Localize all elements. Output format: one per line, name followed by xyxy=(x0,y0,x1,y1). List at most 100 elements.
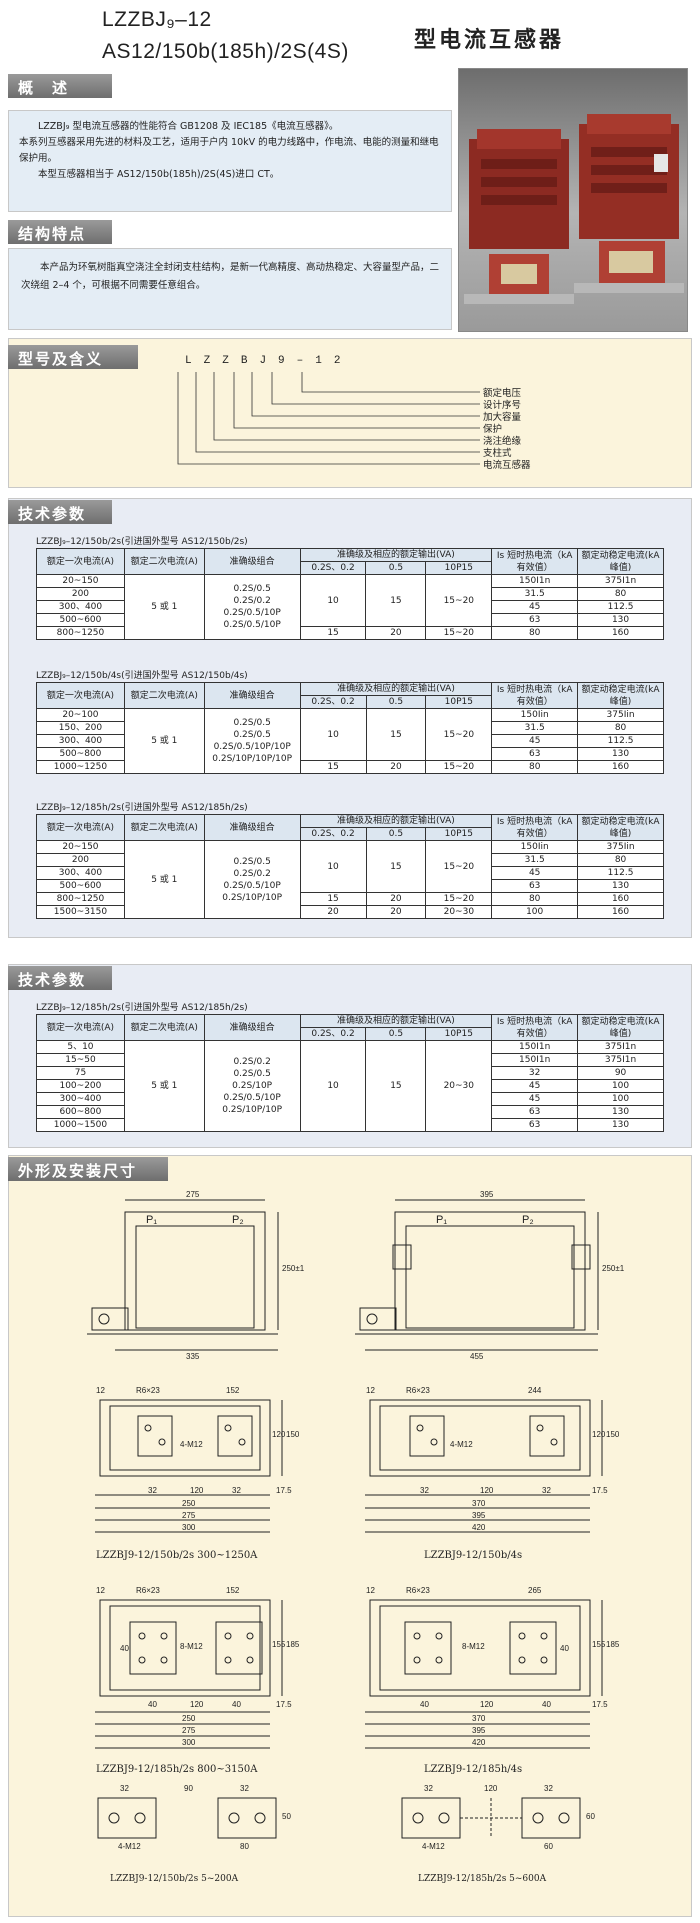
code-z1: Z xyxy=(203,355,223,367)
dim-label: 60 xyxy=(586,1812,595,1821)
cell: 15 xyxy=(365,840,427,893)
dim-label: R6×23 xyxy=(136,1586,160,1595)
cell: 15~20 xyxy=(425,840,493,893)
model-meaning-tab: 型号及含义 xyxy=(8,345,138,369)
table-c-caption: LZZBJ₉–12/185h/2s(引进国外型号 AS12/185h/2s) xyxy=(36,803,248,813)
dim-label: 32 xyxy=(148,1486,157,1495)
dim-label: 120 xyxy=(190,1700,204,1709)
drawing-caption-6: LZZBJ9-12/185h/2s 5~600A xyxy=(418,1874,547,1884)
front-view-1-window xyxy=(135,1225,255,1329)
dim-label: 185 xyxy=(286,1640,300,1649)
th-secondary: 额定二次电流(A) xyxy=(123,1014,205,1041)
meaning-rated-voltage: 额定电压 xyxy=(483,388,522,399)
cell: 160 xyxy=(577,626,664,640)
cell: 160 xyxy=(577,905,664,919)
cell: 1000~1500 xyxy=(36,1118,125,1132)
dim-label: 275 xyxy=(186,1190,200,1199)
spec-table-a: 额定一次电流(A) 额定二次电流(A) 准确级组合 准确级及相应的额定输出(VA… xyxy=(36,548,664,640)
plan-view-1-base xyxy=(99,1399,271,1477)
cell: 800~1250 xyxy=(36,626,125,640)
structure-text: 本产品为环氧树脂真空浇注全封闭支柱结构，是新一代高精度、高动热稳定、大容量型产品… xyxy=(21,262,440,291)
acc-line: 0.2S/0.5/10P/10P xyxy=(213,742,291,752)
acc-line: 0.2S/0.2 xyxy=(233,868,271,879)
meaning-post-type: 支柱式 xyxy=(483,448,512,459)
meaning-current-transformer: 电流互感器 xyxy=(483,460,531,471)
meaning-protection: 保护 xyxy=(483,424,503,435)
dim-label: 150 xyxy=(286,1430,300,1439)
dim-label: 152 xyxy=(226,1586,240,1595)
dim-label: 275 xyxy=(182,1726,196,1735)
cell: 15~20 xyxy=(425,760,493,774)
dim-label: 250 xyxy=(182,1499,196,1508)
dim-label: P₂ xyxy=(522,1214,534,1226)
transformer-illustration xyxy=(464,114,684,304)
structure-tab: 结构特点 xyxy=(8,220,112,244)
th-col3: 10P15 xyxy=(425,561,493,575)
th-accuracy: 准确级组合 xyxy=(203,814,301,841)
th-col3: 10P15 xyxy=(425,1027,493,1041)
dim-label: 17.5 xyxy=(276,1700,292,1709)
cell: 5 或 1 xyxy=(123,574,205,640)
dim-label: 40 xyxy=(542,1700,551,1709)
cell: 160 xyxy=(577,760,664,774)
cell: 20~30 xyxy=(425,905,493,919)
tech-params-tab-2: 技术参数 xyxy=(8,966,112,990)
dim-label: 152 xyxy=(226,1386,240,1395)
dim-label: 120 xyxy=(484,1784,498,1793)
dim-label: 370 xyxy=(472,1499,486,1508)
plan-view-3-base xyxy=(99,1599,271,1697)
overview-para-3: 本型互感器相当于 AS12/150b(185h)/2S(4S)进口 CT。 xyxy=(38,169,280,180)
dim-label: 250±1 xyxy=(602,1264,625,1273)
cell: 1500~3150 xyxy=(36,905,125,919)
cell: 1000~1250 xyxy=(36,760,125,774)
dim-label: 17.5 xyxy=(592,1486,608,1495)
product-title: 型电流互感器 xyxy=(414,28,565,53)
th-output: 准确级及相应的额定输出(VA) xyxy=(299,1014,493,1028)
dim-label: 40 xyxy=(560,1644,569,1653)
th-secondary: 额定二次电流(A) xyxy=(123,814,205,841)
acc-line: 0.2S/0.5 xyxy=(233,1069,271,1079)
th-is: Is 短时热电流（kA 有效值） xyxy=(491,682,579,709)
dim-label: 395 xyxy=(472,1726,486,1735)
th-is: Is 短时热电流（kA 有效值） xyxy=(491,814,579,841)
acc-line: 0.2S/0.2 xyxy=(233,1057,271,1067)
dim-label: 150 xyxy=(606,1430,620,1439)
cell: 15 xyxy=(365,574,427,627)
table-b-caption: LZZBJ₉–12/150b/4s(引进国外型号 AS12/150b/4s) xyxy=(36,671,248,681)
overview-tab: 概 述 xyxy=(8,74,112,98)
dim-label: 4-M12 xyxy=(180,1440,203,1449)
th-col1: 0.2S、0.2 xyxy=(299,695,367,709)
th-col1: 0.2S、0.2 xyxy=(299,827,367,841)
cell: 20 xyxy=(365,626,427,640)
code-l: L xyxy=(185,355,204,367)
dim-label: 420 xyxy=(472,1738,486,1747)
dim-label: 12 xyxy=(366,1386,375,1395)
table-a-caption: LZZBJ₉–12/150b/2s(引进国外型号 AS12/150b/2s) xyxy=(36,537,248,547)
acc-line: 0.2S/0.5 xyxy=(233,584,271,594)
dim-label: 120 xyxy=(480,1700,494,1709)
cell: 20~30 xyxy=(425,1040,493,1132)
dim-label: 395 xyxy=(472,1511,486,1520)
dim-label: 185 xyxy=(606,1640,620,1649)
dimensions-panel xyxy=(8,1155,692,1917)
cell: 10 xyxy=(299,1040,367,1132)
dim-label: 32 xyxy=(120,1784,129,1793)
acc-line: 0.2S/10P/10P xyxy=(222,1105,283,1115)
acc-line: 0.2S/0.5/10P xyxy=(223,1093,281,1103)
acc-line: 0.2S/0.5/10P xyxy=(223,608,281,618)
model-title-line1: LZZBJ₉–12 xyxy=(102,8,212,31)
th-accuracy: 准确级组合 xyxy=(203,1014,301,1041)
dim-label: 420 xyxy=(472,1523,486,1532)
dim-label: 17.5 xyxy=(592,1700,608,1709)
acc-line: 0.2S/0.5 xyxy=(233,718,271,728)
dim-label: 155 xyxy=(272,1640,286,1649)
code-j: J xyxy=(259,355,279,367)
dim-label: 32 xyxy=(420,1486,429,1495)
front-view-2-body xyxy=(394,1211,586,1331)
dim-label: 250±1 xyxy=(282,1264,305,1273)
dim-label: 8-M12 xyxy=(180,1642,203,1651)
cell: 20 xyxy=(299,905,367,919)
small-terminal-2b xyxy=(521,1797,581,1839)
dim-label: 4-M12 xyxy=(450,1440,473,1449)
